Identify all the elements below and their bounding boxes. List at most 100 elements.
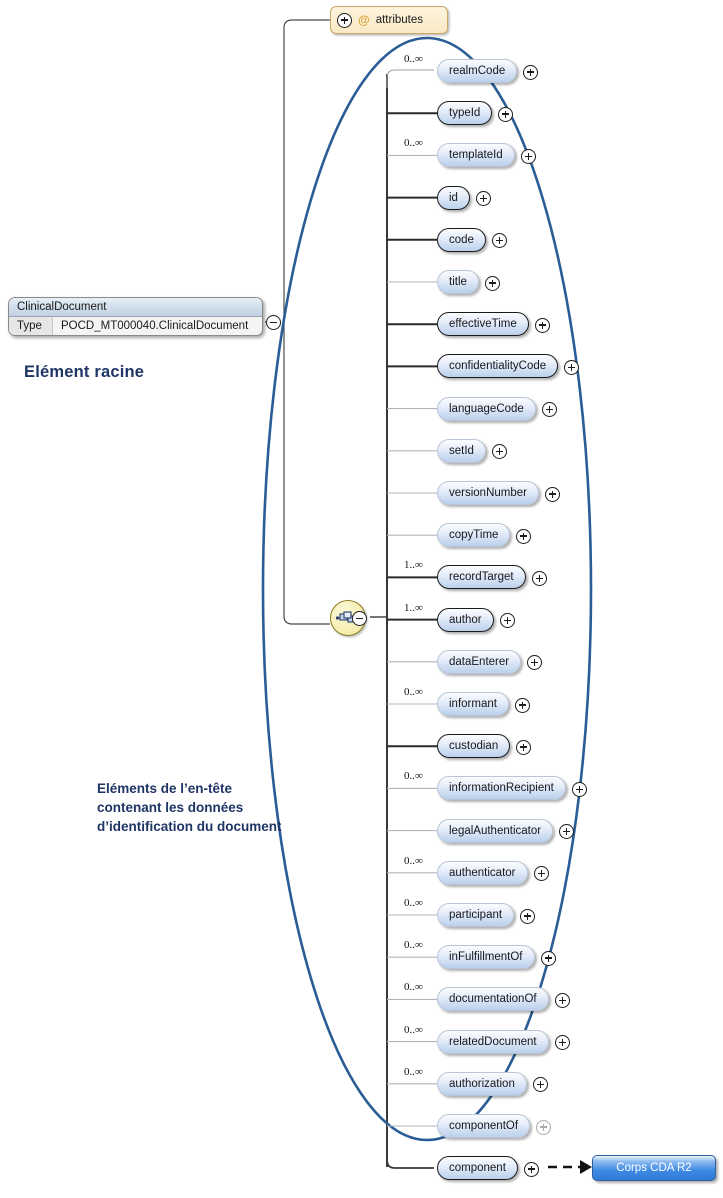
element-node-code[interactable]: code [437, 227, 486, 252]
root-collapse-icon[interactable] [266, 315, 281, 330]
cardinality-author: 1..∞ [404, 601, 423, 614]
cardinality-realmCode: 0..∞ [404, 53, 423, 65]
expand-icon-realmCode[interactable] [523, 64, 538, 80]
expand-icon-authenticator[interactable] [534, 866, 549, 882]
element-node-custodian[interactable]: custodian [437, 734, 511, 759]
element-node-component[interactable]: component [437, 1156, 518, 1181]
element-label: documentationOf [449, 993, 537, 1006]
cardinality-relatedDocument: 0..∞ [404, 1023, 423, 1036]
element-label: effectiveTime [449, 318, 517, 331]
expand-icon-dataEnterer[interactable] [527, 655, 542, 671]
root-type-row: Type POCD_MT000040.ClinicalDocument [9, 317, 262, 335]
root-type-value: POCD_MT000040.ClinicalDocument [61, 320, 249, 332]
cardinality-recordTarget: 1..∞ [404, 559, 423, 572]
cardinality-authenticator: 0..∞ [404, 854, 423, 867]
expand-icon-typeId[interactable] [498, 106, 513, 122]
cardinality-informant: 0..∞ [404, 686, 423, 698]
sequence-collapse-icon[interactable] [352, 611, 367, 626]
expand-icon-title[interactable] [485, 275, 500, 291]
element-node-id[interactable]: id [437, 185, 470, 210]
element-node-relatedDocument[interactable]: relatedDocument [437, 1029, 549, 1054]
element-node-legalAuthenticator[interactable]: legalAuthenticator [437, 818, 554, 843]
element-node-languageCode[interactable]: languageCode [437, 396, 536, 421]
element-node-participant[interactable]: participant [437, 903, 515, 927]
element-label: author [449, 613, 482, 626]
element-node-realmCode[interactable]: realmCode [437, 59, 518, 83]
expand-icon-componentOf[interactable] [536, 1119, 551, 1135]
attributes-node[interactable]: @ attributes [330, 6, 448, 34]
element-node-effectiveTime[interactable]: effectiveTime [437, 312, 529, 337]
element-node-informant[interactable]: informant [437, 692, 509, 716]
cardinality-templateId: 0..∞ [404, 137, 423, 150]
root-element-box[interactable]: ClinicalDocument Type POCD_MT000040.Clin… [8, 297, 263, 336]
expand-icon-templateId[interactable] [521, 148, 536, 164]
expand-icon-participant[interactable] [520, 908, 535, 924]
root-type-label: Type [9, 317, 53, 335]
expand-icon-recordTarget[interactable] [532, 570, 547, 586]
expand-icon-effectiveTime[interactable] [535, 317, 550, 333]
element-label: confidentialityCode [449, 360, 547, 373]
element-label: realmCode [449, 65, 506, 77]
expand-icon-informationRecipient[interactable] [572, 781, 587, 797]
expand-icon-documentationOf[interactable] [555, 992, 570, 1008]
expand-icon-code[interactable] [492, 233, 507, 249]
expand-icon-copyTime[interactable] [516, 528, 531, 544]
element-node-title[interactable]: title [437, 270, 479, 294]
element-label: informationRecipient [449, 782, 554, 795]
element-label: languageCode [449, 402, 524, 415]
element-label: authenticator [449, 866, 516, 879]
element-node-inFulfillmentOf[interactable]: inFulfillmentOf [437, 945, 535, 970]
element-node-typeId[interactable]: typeId [437, 101, 493, 126]
corps-cda-label: Corps CDA R2 [616, 1162, 692, 1174]
element-node-versionNumber[interactable]: versionNumber [437, 481, 539, 505]
expand-icon-informant[interactable] [515, 697, 530, 713]
element-label: relatedDocument [449, 1035, 537, 1048]
element-label: title [449, 276, 467, 288]
expand-icon-id[interactable] [476, 191, 491, 207]
element-label: informant [449, 698, 497, 710]
element-node-authenticator[interactable]: authenticator [437, 860, 528, 885]
element-label: versionNumber [449, 487, 527, 499]
element-node-confidentialityCode[interactable]: confidentialityCode [437, 354, 559, 379]
expand-icon-relatedDocument[interactable] [555, 1035, 570, 1051]
element-node-templateId[interactable]: templateId [437, 143, 515, 168]
corps-cda-box[interactable]: Corps CDA R2 [592, 1155, 716, 1181]
expand-icon-custodian[interactable] [516, 739, 531, 755]
cardinality-authorization: 0..∞ [404, 1065, 423, 1078]
element-node-recordTarget[interactable]: recordTarget [437, 565, 526, 590]
element-label: typeId [449, 107, 481, 120]
expand-icon-languageCode[interactable] [542, 402, 557, 418]
expand-icon-component[interactable] [524, 1161, 539, 1177]
element-node-author[interactable]: author [437, 607, 494, 632]
element-node-dataEnterer[interactable]: dataEnterer [437, 649, 522, 674]
element-node-authorization[interactable]: authorization [437, 1071, 527, 1096]
element-node-copyTime[interactable]: copyTime [437, 523, 511, 548]
element-label: id [449, 191, 458, 204]
element-label: component [449, 1162, 506, 1175]
element-label: copyTime [449, 529, 499, 542]
expand-icon-legalAuthenticator[interactable] [559, 824, 574, 840]
expand-icon-versionNumber[interactable] [545, 486, 560, 502]
element-node-informationRecipient[interactable]: informationRecipient [437, 776, 566, 801]
cardinality-documentationOf: 0..∞ [404, 981, 423, 994]
element-node-componentOf[interactable]: componentOf [437, 1114, 531, 1138]
element-label: participant [449, 909, 503, 921]
element-label: legalAuthenticator [449, 824, 542, 837]
attributes-expand-icon[interactable] [337, 12, 352, 28]
expand-icon-authorization[interactable] [533, 1077, 548, 1093]
expand-icon-confidentialityCode[interactable] [564, 359, 579, 375]
element-label: recordTarget [449, 571, 514, 584]
sequence-compositor-icon[interactable] [330, 600, 366, 636]
cardinality-informationRecipient: 0..∞ [404, 770, 423, 783]
element-label: templateId [449, 149, 503, 162]
element-label: componentOf [449, 1120, 519, 1132]
caption-header-elements: Eléments de l’en-tête contenant les donn… [97, 781, 282, 834]
root-element-name: ClinicalDocument [9, 298, 262, 317]
expand-icon-setId[interactable] [492, 444, 507, 460]
element-node-setId[interactable]: setId [437, 438, 486, 463]
expand-icon-inFulfillmentOf[interactable] [541, 950, 556, 966]
expand-icon-author[interactable] [500, 613, 515, 629]
element-node-documentationOf[interactable]: documentationOf [437, 987, 549, 1012]
